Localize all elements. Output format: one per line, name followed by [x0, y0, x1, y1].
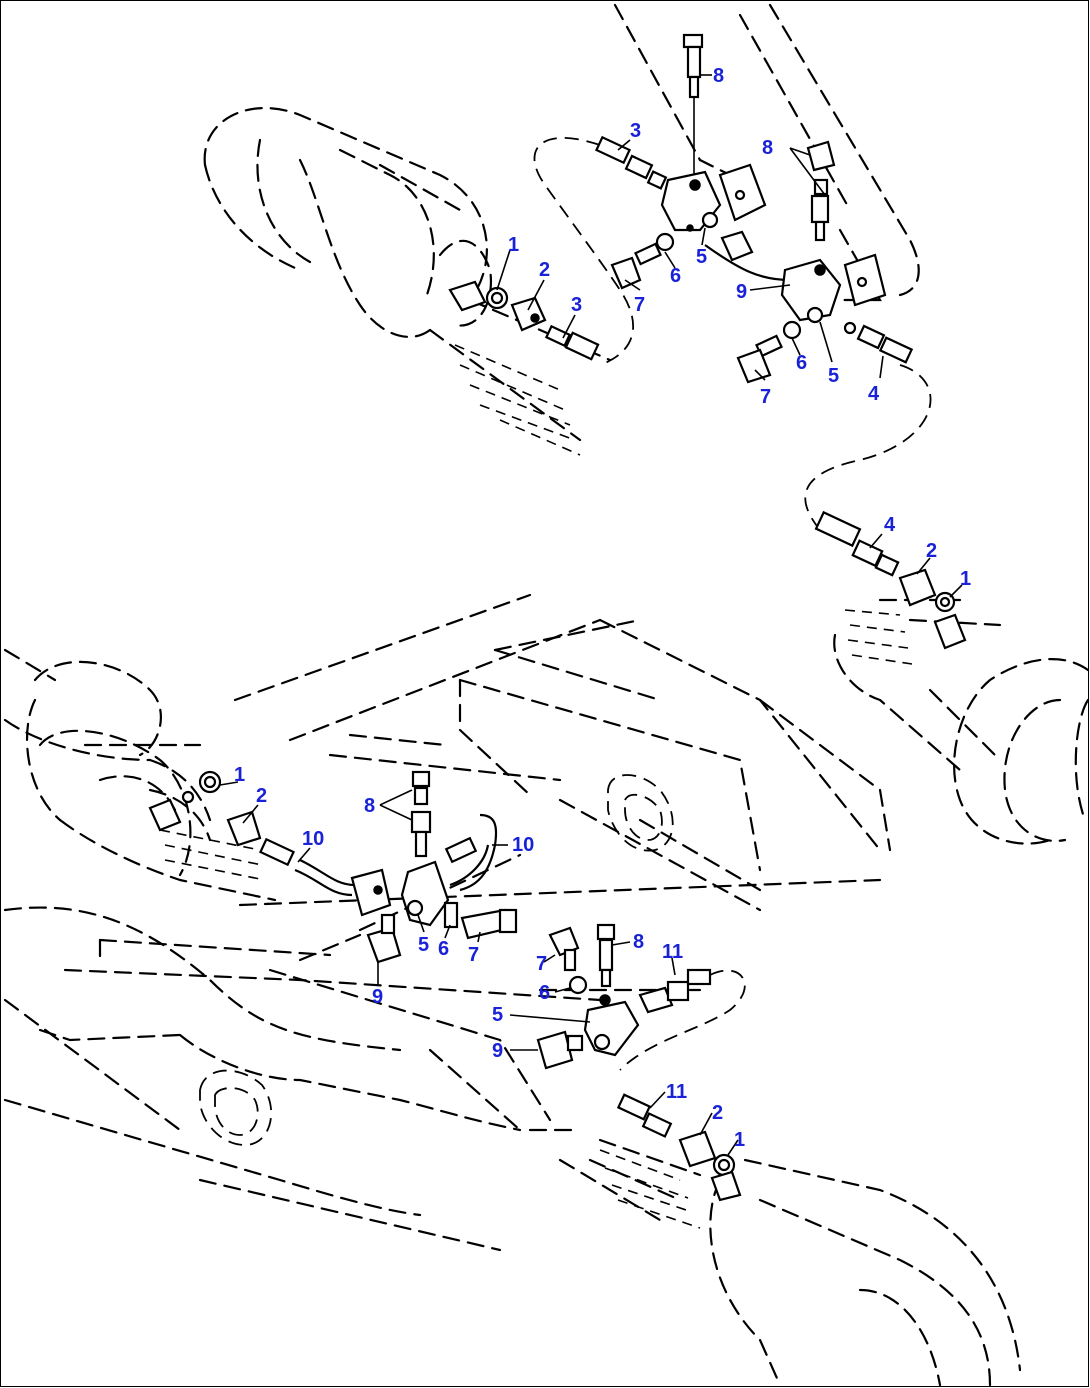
callout-top-8b: 8 — [762, 137, 773, 159]
callout-bl-10b: 10 — [512, 834, 534, 856]
callout-top-3b: 3 — [571, 294, 582, 316]
bottom-right-fittings — [536, 923, 746, 1202]
callout-bl-5: 5 — [418, 934, 429, 956]
callout-bl-7: 7 — [468, 944, 479, 966]
callout-mid-1: 1 — [960, 568, 971, 590]
callout-br-2: 2 — [712, 1102, 723, 1124]
callout-br-1: 1 — [734, 1129, 745, 1151]
callout-top-9: 9 — [736, 281, 747, 303]
callout-top-1: 1 — [508, 234, 519, 256]
callout-top-2: 2 — [539, 259, 550, 281]
callout-top-5b: 5 — [828, 365, 839, 387]
callout-bl-10a: 10 — [302, 828, 324, 850]
callout-br-11a: 11 — [662, 941, 683, 963]
callout-top-7a: 7 — [634, 294, 645, 316]
callout-mid-2: 2 — [926, 540, 937, 562]
bottom-right-axle-housing — [588, 1138, 1022, 1387]
callout-top-3a: 3 — [630, 120, 641, 142]
bottom-left-fittings — [148, 770, 518, 964]
callout-bl-1: 1 — [234, 764, 245, 786]
top-left-axle-housing — [203, 106, 612, 456]
top-mounting-brackets — [718, 163, 887, 307]
callout-labels: 8 3 8 1 2 3 7 6 5 9 7 6 5 4 4 2 1 1 2 8 … — [234, 65, 971, 1151]
callout-br-8: 8 — [633, 931, 644, 953]
callout-top-5a: 5 — [696, 246, 707, 268]
callout-mid-4: 4 — [884, 514, 896, 536]
callout-top-6b: 6 — [796, 352, 807, 374]
callout-top-7b: 7 — [760, 386, 771, 408]
callout-bl-9: 9 — [372, 986, 383, 1008]
callout-br-5: 5 — [492, 1004, 503, 1026]
callout-br-7: 7 — [536, 953, 547, 975]
right-axle-fittings — [814, 510, 967, 650]
callout-br-9: 9 — [492, 1040, 503, 1062]
callout-top-8: 8 — [713, 65, 724, 87]
callout-bl-8: 8 — [364, 795, 375, 817]
callout-bl-2: 2 — [256, 785, 267, 807]
callout-bl-6: 6 — [438, 938, 449, 960]
callout-br-11b: 11 — [666, 1081, 687, 1103]
callout-leaders — [219, 74, 963, 1156]
top-brake-pipes — [533, 136, 932, 531]
callout-top-6a: 6 — [670, 265, 681, 287]
top-fittings — [448, 33, 914, 384]
bottom-frame — [3, 593, 892, 1252]
callout-br-6: 6 — [539, 982, 550, 1004]
callout-top-4a: 4 — [868, 383, 880, 405]
bottom-left-axle-housing — [38, 729, 212, 877]
